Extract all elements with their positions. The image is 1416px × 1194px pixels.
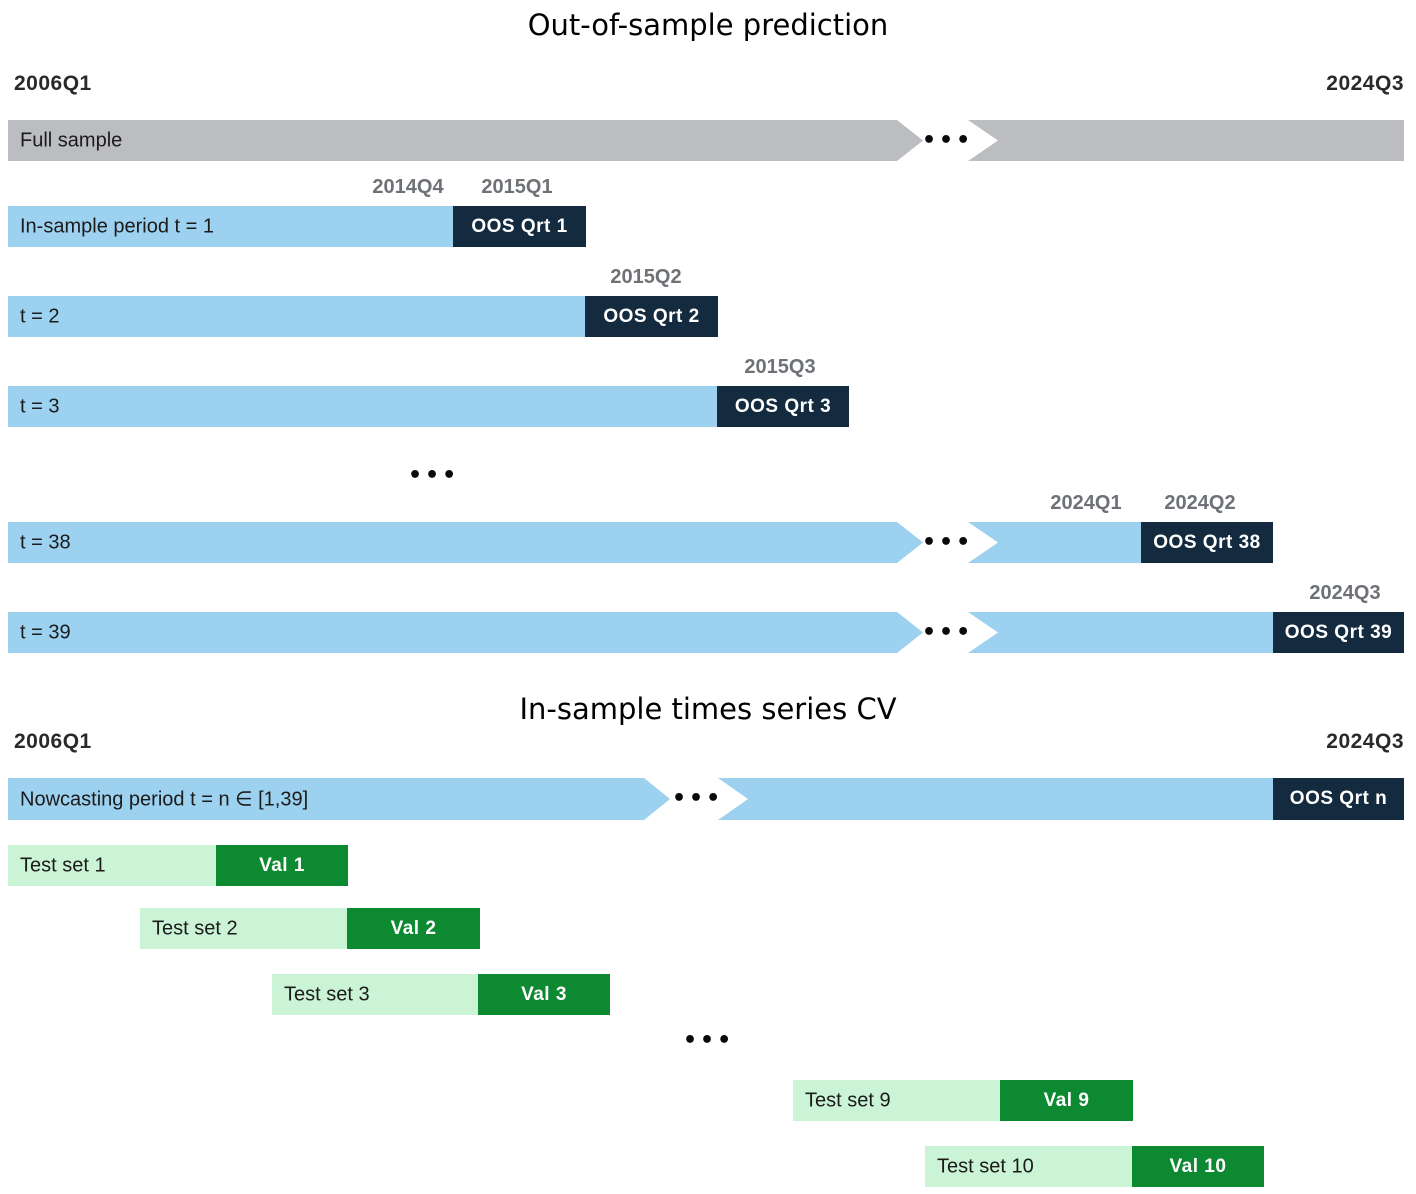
- t1-insample-bar: In-sample period t = 1: [8, 206, 453, 247]
- test-set-10-row: Test set 10 Val 10: [0, 1146, 1416, 1187]
- full-sample-bar-left: Full sample: [8, 120, 923, 161]
- nowcasting-oos-box: OOS Qrt n: [1273, 778, 1404, 820]
- t38-row: t = 38 ••• OOS Qrt 38: [0, 522, 1416, 563]
- test-set-2-label: Test set 2: [152, 917, 238, 939]
- t3-insample-bar: t = 3: [8, 386, 717, 427]
- quarter-label-2014q4: 2014Q4: [372, 176, 444, 198]
- t2-row: t = 2 OOS Qrt 2: [0, 296, 1416, 337]
- quarter-label-2015q1: 2015Q1: [481, 176, 553, 198]
- val-2-box: Val 2: [347, 908, 480, 949]
- test-set-9-label: Test set 9: [805, 1089, 891, 1111]
- bottom-section-title: In-sample times series CV: [519, 692, 897, 726]
- test-set-1-row: Test set 1 Val 1: [0, 845, 1416, 886]
- val-10-box: Val 10: [1132, 1146, 1264, 1187]
- t2-label: t = 2: [20, 305, 60, 327]
- val-9-box: Val 9: [1000, 1080, 1133, 1121]
- nowcasting-bar-right: [718, 778, 1273, 820]
- full-sample-break-dots: •••: [922, 127, 974, 153]
- t39-break-dots: •••: [922, 619, 974, 645]
- top-section-title: Out-of-sample prediction: [527, 8, 889, 42]
- bottom-start-quarter-label: 2006Q1: [14, 730, 92, 753]
- bottom-rows-ellipsis-dots: •••: [683, 1028, 735, 1053]
- quarter-label-2024q1: 2024Q1: [1050, 492, 1122, 514]
- t2-oos-box: OOS Qrt 2: [585, 296, 718, 337]
- test-set-1-bar: Test set 1: [8, 845, 216, 886]
- test-set-2-row: Test set 2 Val 2: [0, 908, 1416, 949]
- t3-row: t = 3 OOS Qrt 3: [0, 386, 1416, 427]
- t39-label: t = 39: [20, 621, 71, 643]
- t39-row: t = 39 ••• OOS Qrt 39: [0, 612, 1416, 653]
- test-set-9-row: Test set 9 Val 9: [0, 1080, 1416, 1121]
- quarter-label-2015q3: 2015Q3: [744, 356, 816, 378]
- nowcasting-break-dots: •••: [672, 786, 724, 811]
- test-set-1-label: Test set 1: [20, 854, 106, 876]
- t39-insample-bar-right: [968, 612, 1273, 653]
- nowcasting-label: Nowcasting period t = n ∈ [1,39]: [20, 788, 309, 811]
- t3-label: t = 3: [20, 395, 60, 417]
- t39-oos-box: OOS Qrt 39: [1273, 612, 1404, 653]
- t38-oos-box: OOS Qrt 38: [1141, 522, 1273, 563]
- test-set-10-bar: Test set 10: [925, 1146, 1132, 1187]
- t1-label: In-sample period t = 1: [20, 215, 214, 237]
- test-set-9-bar: Test set 9: [793, 1080, 1000, 1121]
- bottom-end-quarter-label: 2024Q3: [1326, 730, 1404, 753]
- quarter-label-2015q2: 2015Q2: [610, 266, 682, 288]
- test-set-10-label: Test set 10: [937, 1155, 1034, 1177]
- t1-oos-box: OOS Qrt 1: [453, 206, 586, 247]
- t3-oos-box: OOS Qrt 3: [717, 386, 849, 427]
- full-sample-bar-right: [968, 120, 1404, 161]
- val-1-box: Val 1: [216, 845, 348, 886]
- quarter-label-2024q3-row: 2024Q3: [1309, 582, 1381, 604]
- t39-insample-bar-left: t = 39: [8, 612, 923, 653]
- full-sample-row: Full sample •••: [0, 120, 1416, 161]
- t38-insample-bar-left: t = 38: [8, 522, 923, 563]
- nowcasting-bar-left: Nowcasting period t = n ∈ [1,39]: [8, 778, 670, 820]
- full-sample-label: Full sample: [20, 129, 123, 151]
- top-rows-ellipsis-dots: •••: [408, 463, 460, 488]
- test-set-3-row: Test set 3 Val 3: [0, 974, 1416, 1015]
- t1-row: In-sample period t = 1 OOS Qrt 1: [0, 206, 1416, 247]
- val-3-box: Val 3: [478, 974, 610, 1015]
- top-start-quarter-label: 2006Q1: [14, 72, 92, 95]
- t38-insample-bar-right: [968, 522, 1141, 563]
- nowcasting-row: Nowcasting period t = n ∈ [1,39] ••• OOS…: [0, 778, 1416, 820]
- t38-break-dots: •••: [922, 529, 974, 555]
- quarter-label-2024q2: 2024Q2: [1164, 492, 1236, 514]
- test-set-3-bar: Test set 3: [272, 974, 478, 1015]
- t38-label: t = 38: [20, 531, 71, 553]
- test-set-3-label: Test set 3: [284, 983, 370, 1005]
- top-end-quarter-label: 2024Q3: [1326, 72, 1404, 95]
- test-set-2-bar: Test set 2: [140, 908, 347, 949]
- t2-insample-bar: t = 2: [8, 296, 585, 337]
